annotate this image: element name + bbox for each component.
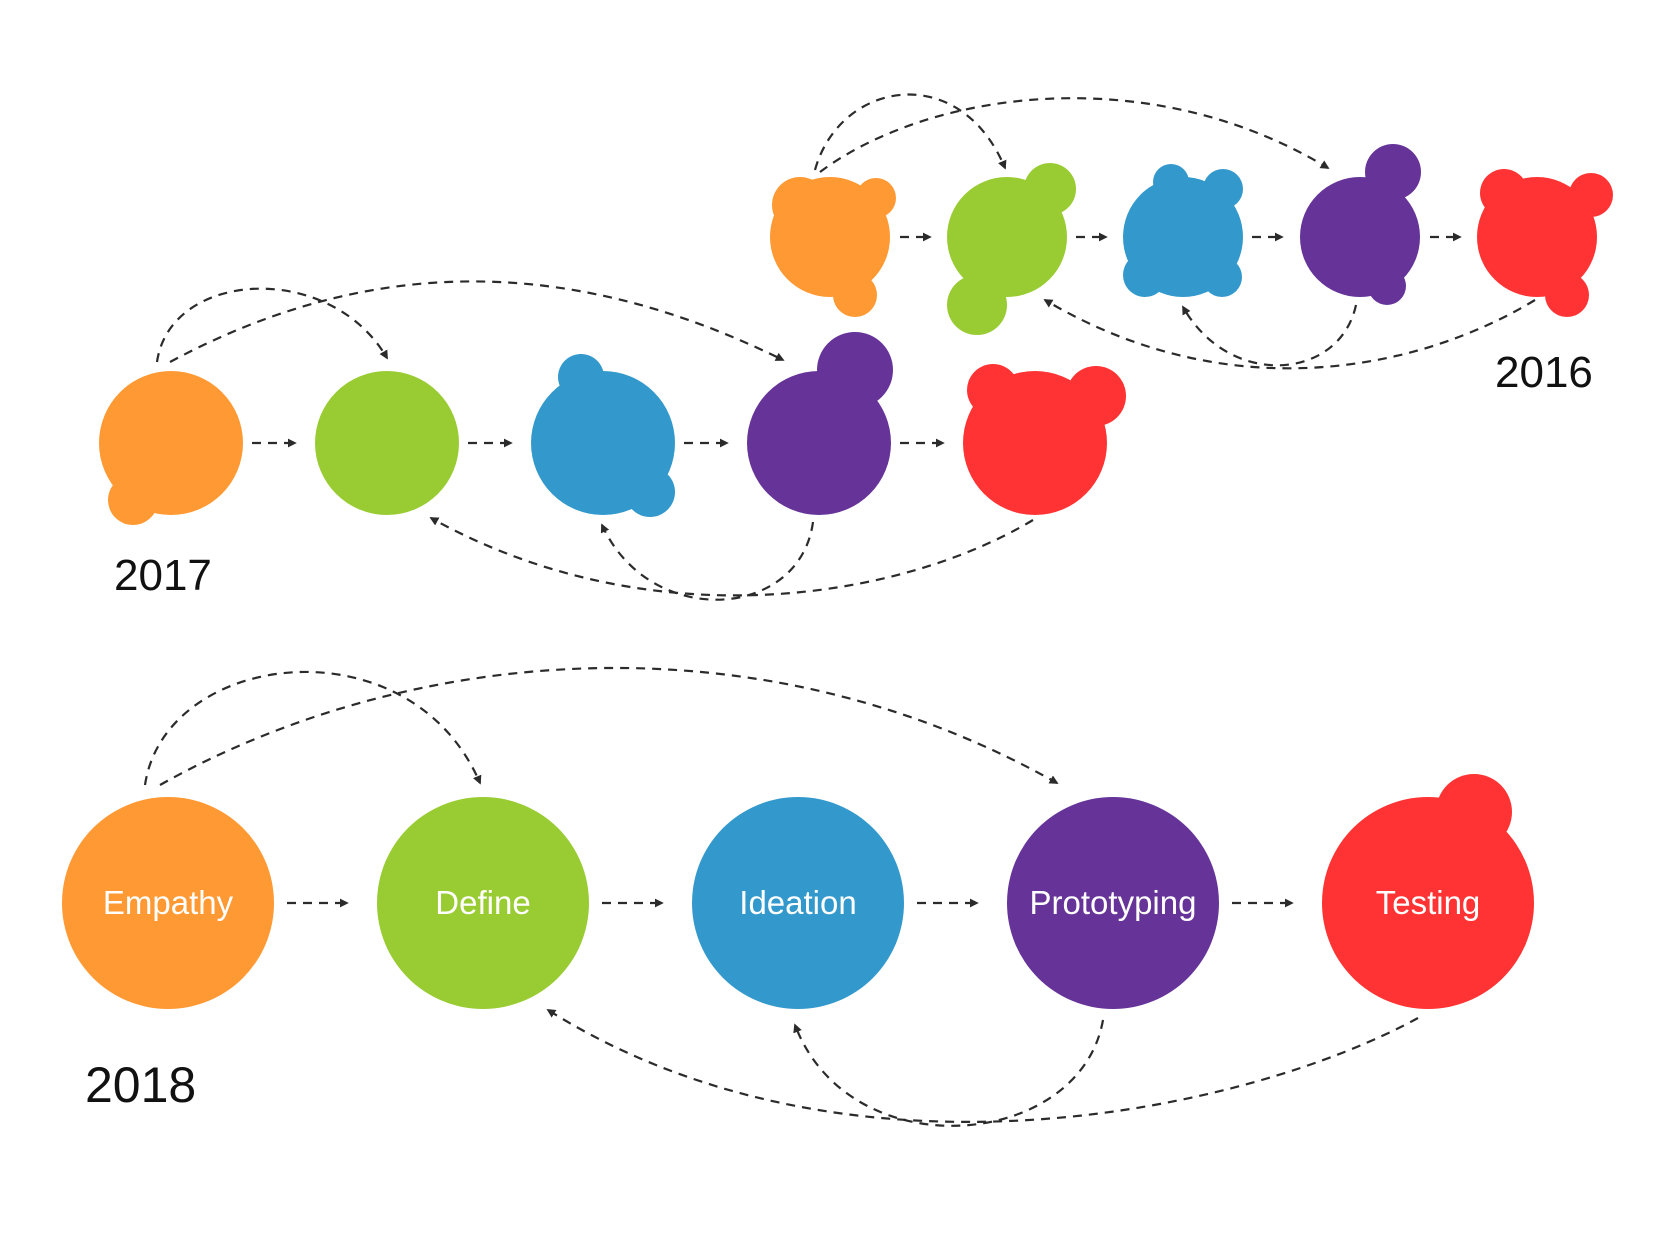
connector-2017-prototyping-back-ideation <box>600 521 815 601</box>
testing-circle <box>1322 774 1534 1009</box>
ideation-shape-2017 <box>531 354 675 517</box>
testing-shape-2017 <box>963 364 1126 515</box>
define-circle <box>377 797 589 1009</box>
stage-label-testing: Testing <box>1376 884 1481 921</box>
connector-2016-testing-back-define <box>1043 299 1536 370</box>
prototyping-circle <box>1007 797 1219 1009</box>
connector-2018-empathy-to-define-loop <box>143 670 482 786</box>
ideation-circle <box>692 797 904 1009</box>
testing-shape-2016 <box>1477 169 1613 317</box>
connector-2018-empathy-to-prototyping-loop <box>159 666 1059 786</box>
define-shape-2016 <box>947 163 1076 335</box>
stage-label-ideation: Ideation <box>739 884 856 921</box>
connector-2017-testing-back-define <box>429 517 1034 597</box>
stage-label-empathy: Empathy <box>103 884 234 921</box>
empathy-shape-2016 <box>770 177 896 317</box>
connector-2018-testing-back-define <box>546 1009 1419 1123</box>
connector-2017-empathy-to-define-loop <box>155 287 388 363</box>
connector-2016-empathy-to-define-loop <box>813 93 1007 171</box>
prototyping-shape-2017 <box>747 332 893 515</box>
connector-2016-prototyping-back-ideation <box>1182 304 1358 367</box>
row-2017: 2017 <box>99 280 1126 601</box>
connector-2017-empathy-to-prototyping-loop <box>169 280 785 363</box>
connector-2016-empathy-to-prototyping-loop <box>819 97 1330 173</box>
empathy-shape-2017 <box>99 371 243 525</box>
year-label-2018: 2018 <box>85 1057 196 1113</box>
row-2016: 2016 <box>770 93 1613 397</box>
empathy-circle <box>62 797 274 1009</box>
stage-label-define: Define <box>435 884 530 921</box>
stage-label-prototyping: Prototyping <box>1030 884 1197 921</box>
row-2018: Empathy Define Ideation Prototyping Test… <box>62 666 1534 1127</box>
connector-2018-prototyping-back-ideation <box>793 1019 1105 1127</box>
define-shape-2017 <box>315 371 459 515</box>
ideation-shape-2016 <box>1123 164 1243 297</box>
year-label-2017: 2017 <box>114 551 212 600</box>
prototyping-shape-2016 <box>1300 144 1421 305</box>
year-label-2016: 2016 <box>1495 348 1593 397</box>
